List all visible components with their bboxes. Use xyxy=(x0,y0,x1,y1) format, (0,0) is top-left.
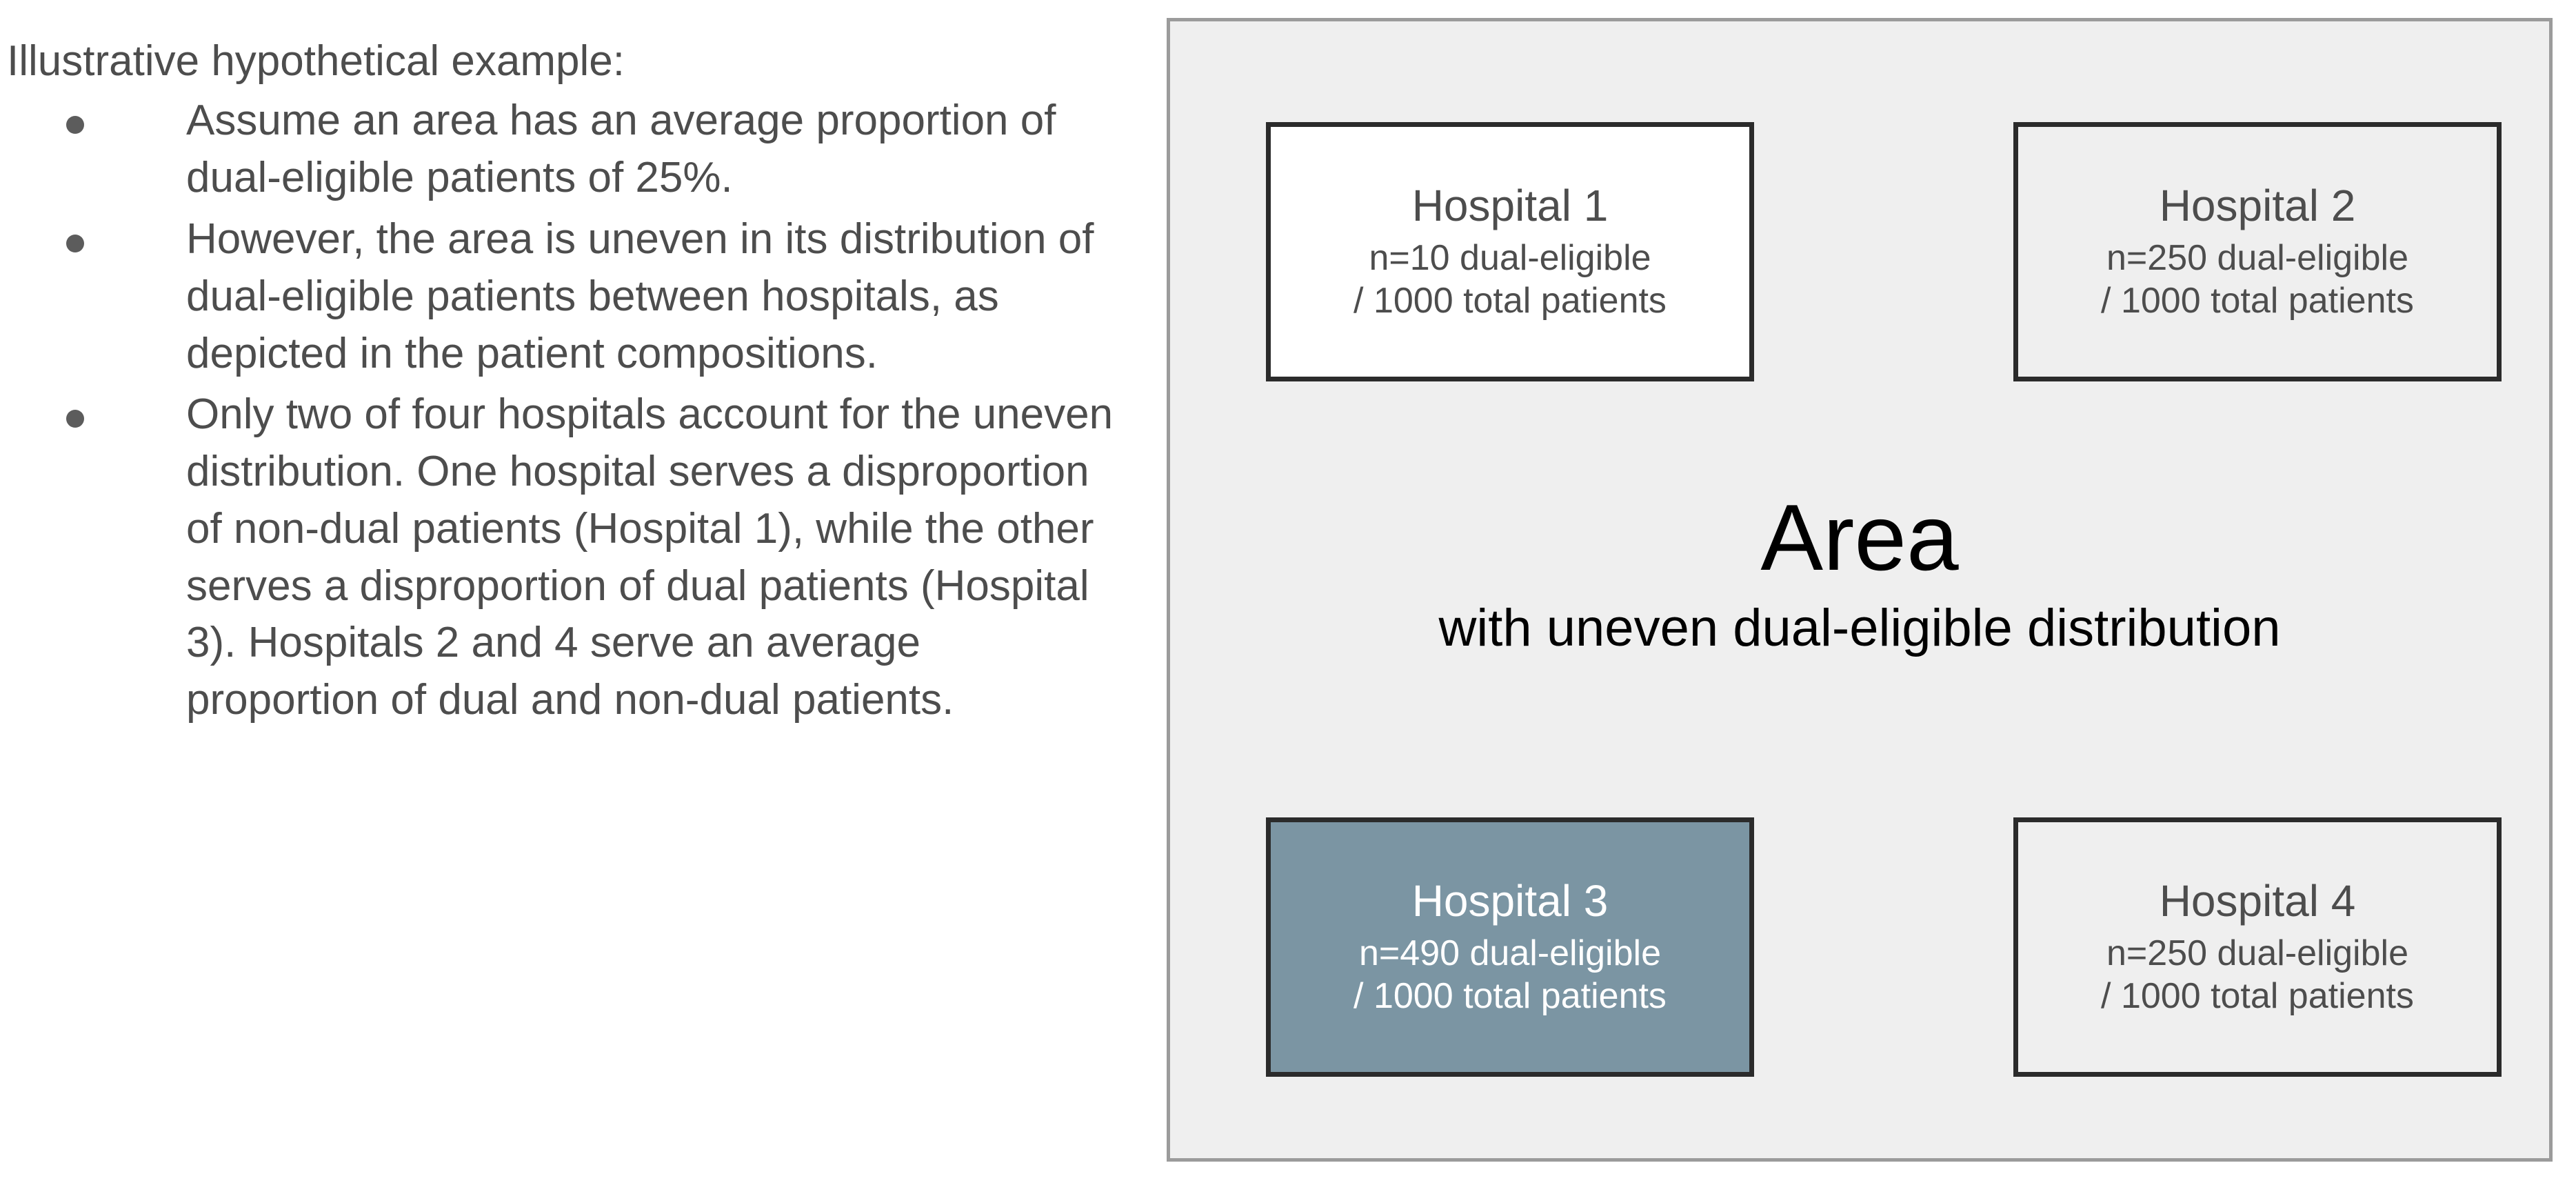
hospital-total-count: / 1000 total patients xyxy=(2101,975,2414,1016)
area-title: Area xyxy=(1760,485,1959,590)
area-label-group: Area with uneven dual-eligible distribut… xyxy=(1170,490,2549,657)
explanation-column: Illustrative hypothetical example: Assum… xyxy=(0,33,1131,733)
hospital-box-3: Hospital 3 n=490 dual-eligible / 1000 to… xyxy=(1266,817,1754,1077)
hospital-dual-count: n=490 dual-eligible xyxy=(1358,933,1661,974)
bullet-dot-icon xyxy=(66,410,84,428)
list-item: However, the area is uneven in its distr… xyxy=(0,211,1131,382)
bullet-text: Only two of four hospitals account for t… xyxy=(186,390,1114,724)
bullet-list: Assume an area has an average proportion… xyxy=(0,92,1131,728)
hospital-total-count: / 1000 total patients xyxy=(1354,280,1667,321)
intro-heading: Illustrative hypothetical example: xyxy=(7,37,625,85)
list-item: Assume an area has an average proportion… xyxy=(0,92,1131,207)
hospital-dual-count: n=250 dual-eligible xyxy=(2106,933,2408,974)
hospital-name: Hospital 2 xyxy=(2159,180,2356,230)
hospital-dual-count: n=250 dual-eligible xyxy=(2106,238,2408,279)
hospital-name: Hospital 1 xyxy=(1411,180,1609,230)
area-panel: Hospital 1 n=10 dual-eligible / 1000 tot… xyxy=(1167,18,2553,1162)
hospital-box-2: Hospital 2 n=250 dual-eligible / 1000 to… xyxy=(2013,122,2502,381)
list-item: Only two of four hospitals account for t… xyxy=(0,386,1131,729)
hospital-dual-count: n=10 dual-eligible xyxy=(1369,238,1651,279)
hospital-name: Hospital 4 xyxy=(2159,875,2356,926)
bullet-text: Assume an area has an average proportion… xyxy=(186,97,1056,202)
bullet-dot-icon xyxy=(66,234,84,252)
hospital-box-1: Hospital 1 n=10 dual-eligible / 1000 tot… xyxy=(1266,122,1754,381)
bullet-text: However, the area is uneven in its distr… xyxy=(186,215,1094,377)
hospital-name: Hospital 3 xyxy=(1411,875,1609,926)
bullet-dot-icon xyxy=(66,116,84,135)
area-subtitle: with uneven dual-eligible distribution xyxy=(1438,599,2281,657)
hospital-total-count: / 1000 total patients xyxy=(1354,975,1667,1016)
hospital-total-count: / 1000 total patients xyxy=(2101,280,2414,321)
hospital-box-4: Hospital 4 n=250 dual-eligible / 1000 to… xyxy=(2013,817,2502,1077)
